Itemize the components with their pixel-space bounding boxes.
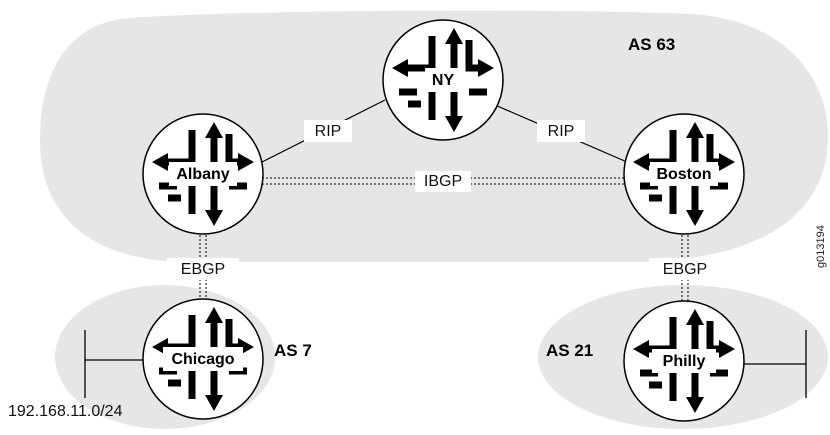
router-philly: Philly [624,301,744,421]
lan-segment-philly [738,330,807,398]
router-ny-label: NY [432,72,455,89]
router-boston-label: Boston [656,166,711,183]
ebgp-label-albany-chicago: EBGP [181,261,225,278]
router-ny: NY [383,20,503,140]
router-boston: Boston [624,114,744,234]
ebgp-label-boston-philly: EBGP [663,261,707,278]
router-albany: Albany [143,114,263,234]
router-chicago: Chicago [143,299,263,419]
as-7-label: AS 7 [274,341,312,360]
router-albany-label: Albany [176,166,229,183]
router-chicago-label: Chicago [171,351,234,368]
lan-segment-chicago [84,330,150,398]
rip-label-ny-albany: RIP [315,123,342,140]
as-21-label: AS 21 [546,341,593,360]
network-address-label: 192.168.11.0/24 [8,403,123,420]
router-philly-label: Philly [663,353,706,370]
ibgp-label: IBGP [424,173,462,190]
as-63-label: AS 63 [628,35,675,54]
rip-label-ny-boston: RIP [548,123,575,140]
figure-id-label: g013194 [815,225,827,268]
